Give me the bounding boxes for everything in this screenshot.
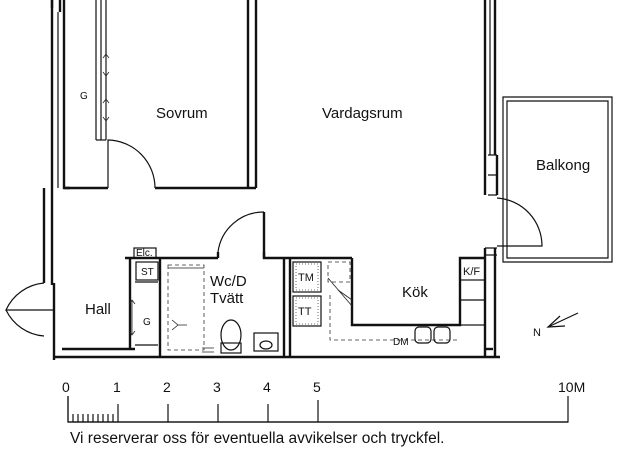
scale-tick-3: 3 xyxy=(213,379,221,395)
scale-tick-5: 5 xyxy=(313,379,321,395)
disclaimer-text: Vi reserverar oss för eventuella avvikel… xyxy=(70,430,444,447)
room-label-wc: Wc/D xyxy=(210,273,247,290)
scale-tick-10: 10M xyxy=(558,379,585,395)
compass-icon: N xyxy=(533,312,579,339)
elc-label: Elc. xyxy=(136,248,153,259)
st-label: ST xyxy=(141,267,154,278)
compass-north-label: N xyxy=(533,327,541,339)
hall-storage xyxy=(128,247,159,346)
wardrobe-label-hall: G xyxy=(143,317,151,328)
scale-tick-2: 2 xyxy=(163,379,171,395)
dm-label: DM xyxy=(393,337,409,348)
balcony-outline xyxy=(502,96,613,263)
room-label-hall: Hall xyxy=(85,301,111,318)
scale-bar: 0 1 2 3 4 5 10M xyxy=(62,379,585,423)
scale-tick-0: 0 xyxy=(62,379,70,395)
kf-label: K/F xyxy=(463,266,480,278)
room-label-sovrum: Sovrum xyxy=(156,105,208,122)
kitchen-fixtures xyxy=(327,261,486,344)
tm-label: TM xyxy=(298,272,314,284)
bathroom-fixtures xyxy=(167,261,322,354)
scale-tick-1: 1 xyxy=(113,379,121,395)
walls xyxy=(42,0,500,360)
room-label-vardagsrum: Vardagsrum xyxy=(322,105,403,122)
wardrobe-sliding-arrows xyxy=(102,53,110,122)
tt-label: TT xyxy=(298,306,312,318)
room-label-tvatt: Tvätt xyxy=(210,290,244,307)
scale-tick-4: 4 xyxy=(263,379,271,395)
room-label-kok: Kök xyxy=(402,284,428,301)
doors xyxy=(5,139,543,337)
room-label-balkong: Balkong xyxy=(536,157,590,174)
wardrobe-label-sovrum: G xyxy=(80,91,88,102)
